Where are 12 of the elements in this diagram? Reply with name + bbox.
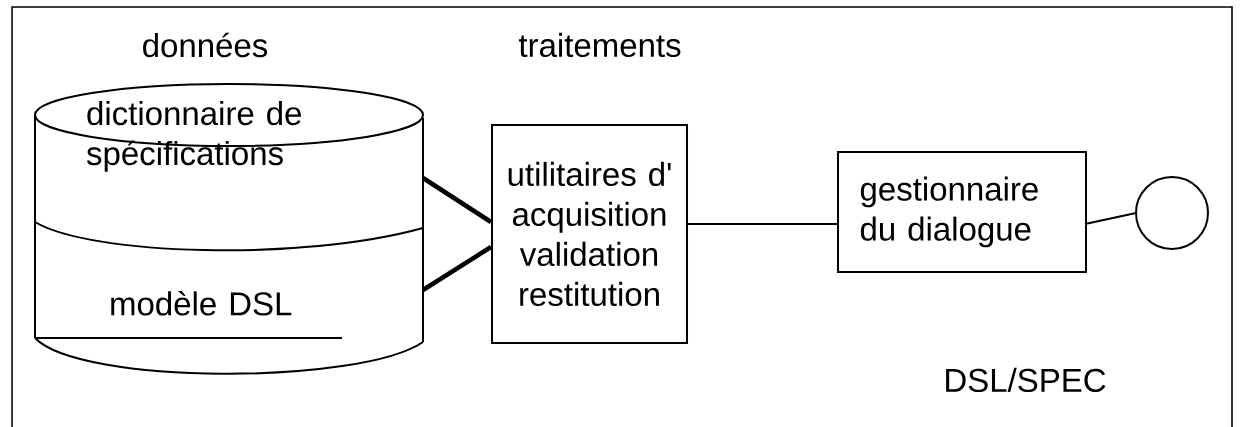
- node-label: spécifications: [86, 140, 283, 172]
- connector-line: [421, 176, 493, 224]
- process-box: utilitaires d' acquisition validation restitution: [491, 124, 688, 344]
- connector-line: [421, 245, 493, 292]
- section-label: traitements: [518, 32, 681, 58]
- section-label: DSL/SPEC: [946, 367, 1106, 393]
- connector-line: [1084, 212, 1137, 225]
- circle-shape: [1135, 176, 1209, 250]
- connector-line: [685, 223, 838, 225]
- database-section: dictionnaire de spécifications: [34, 83, 424, 252]
- process-box: gestionnaire du dialogue: [837, 151, 1087, 273]
- database-section: modèle DSL: [34, 221, 424, 375]
